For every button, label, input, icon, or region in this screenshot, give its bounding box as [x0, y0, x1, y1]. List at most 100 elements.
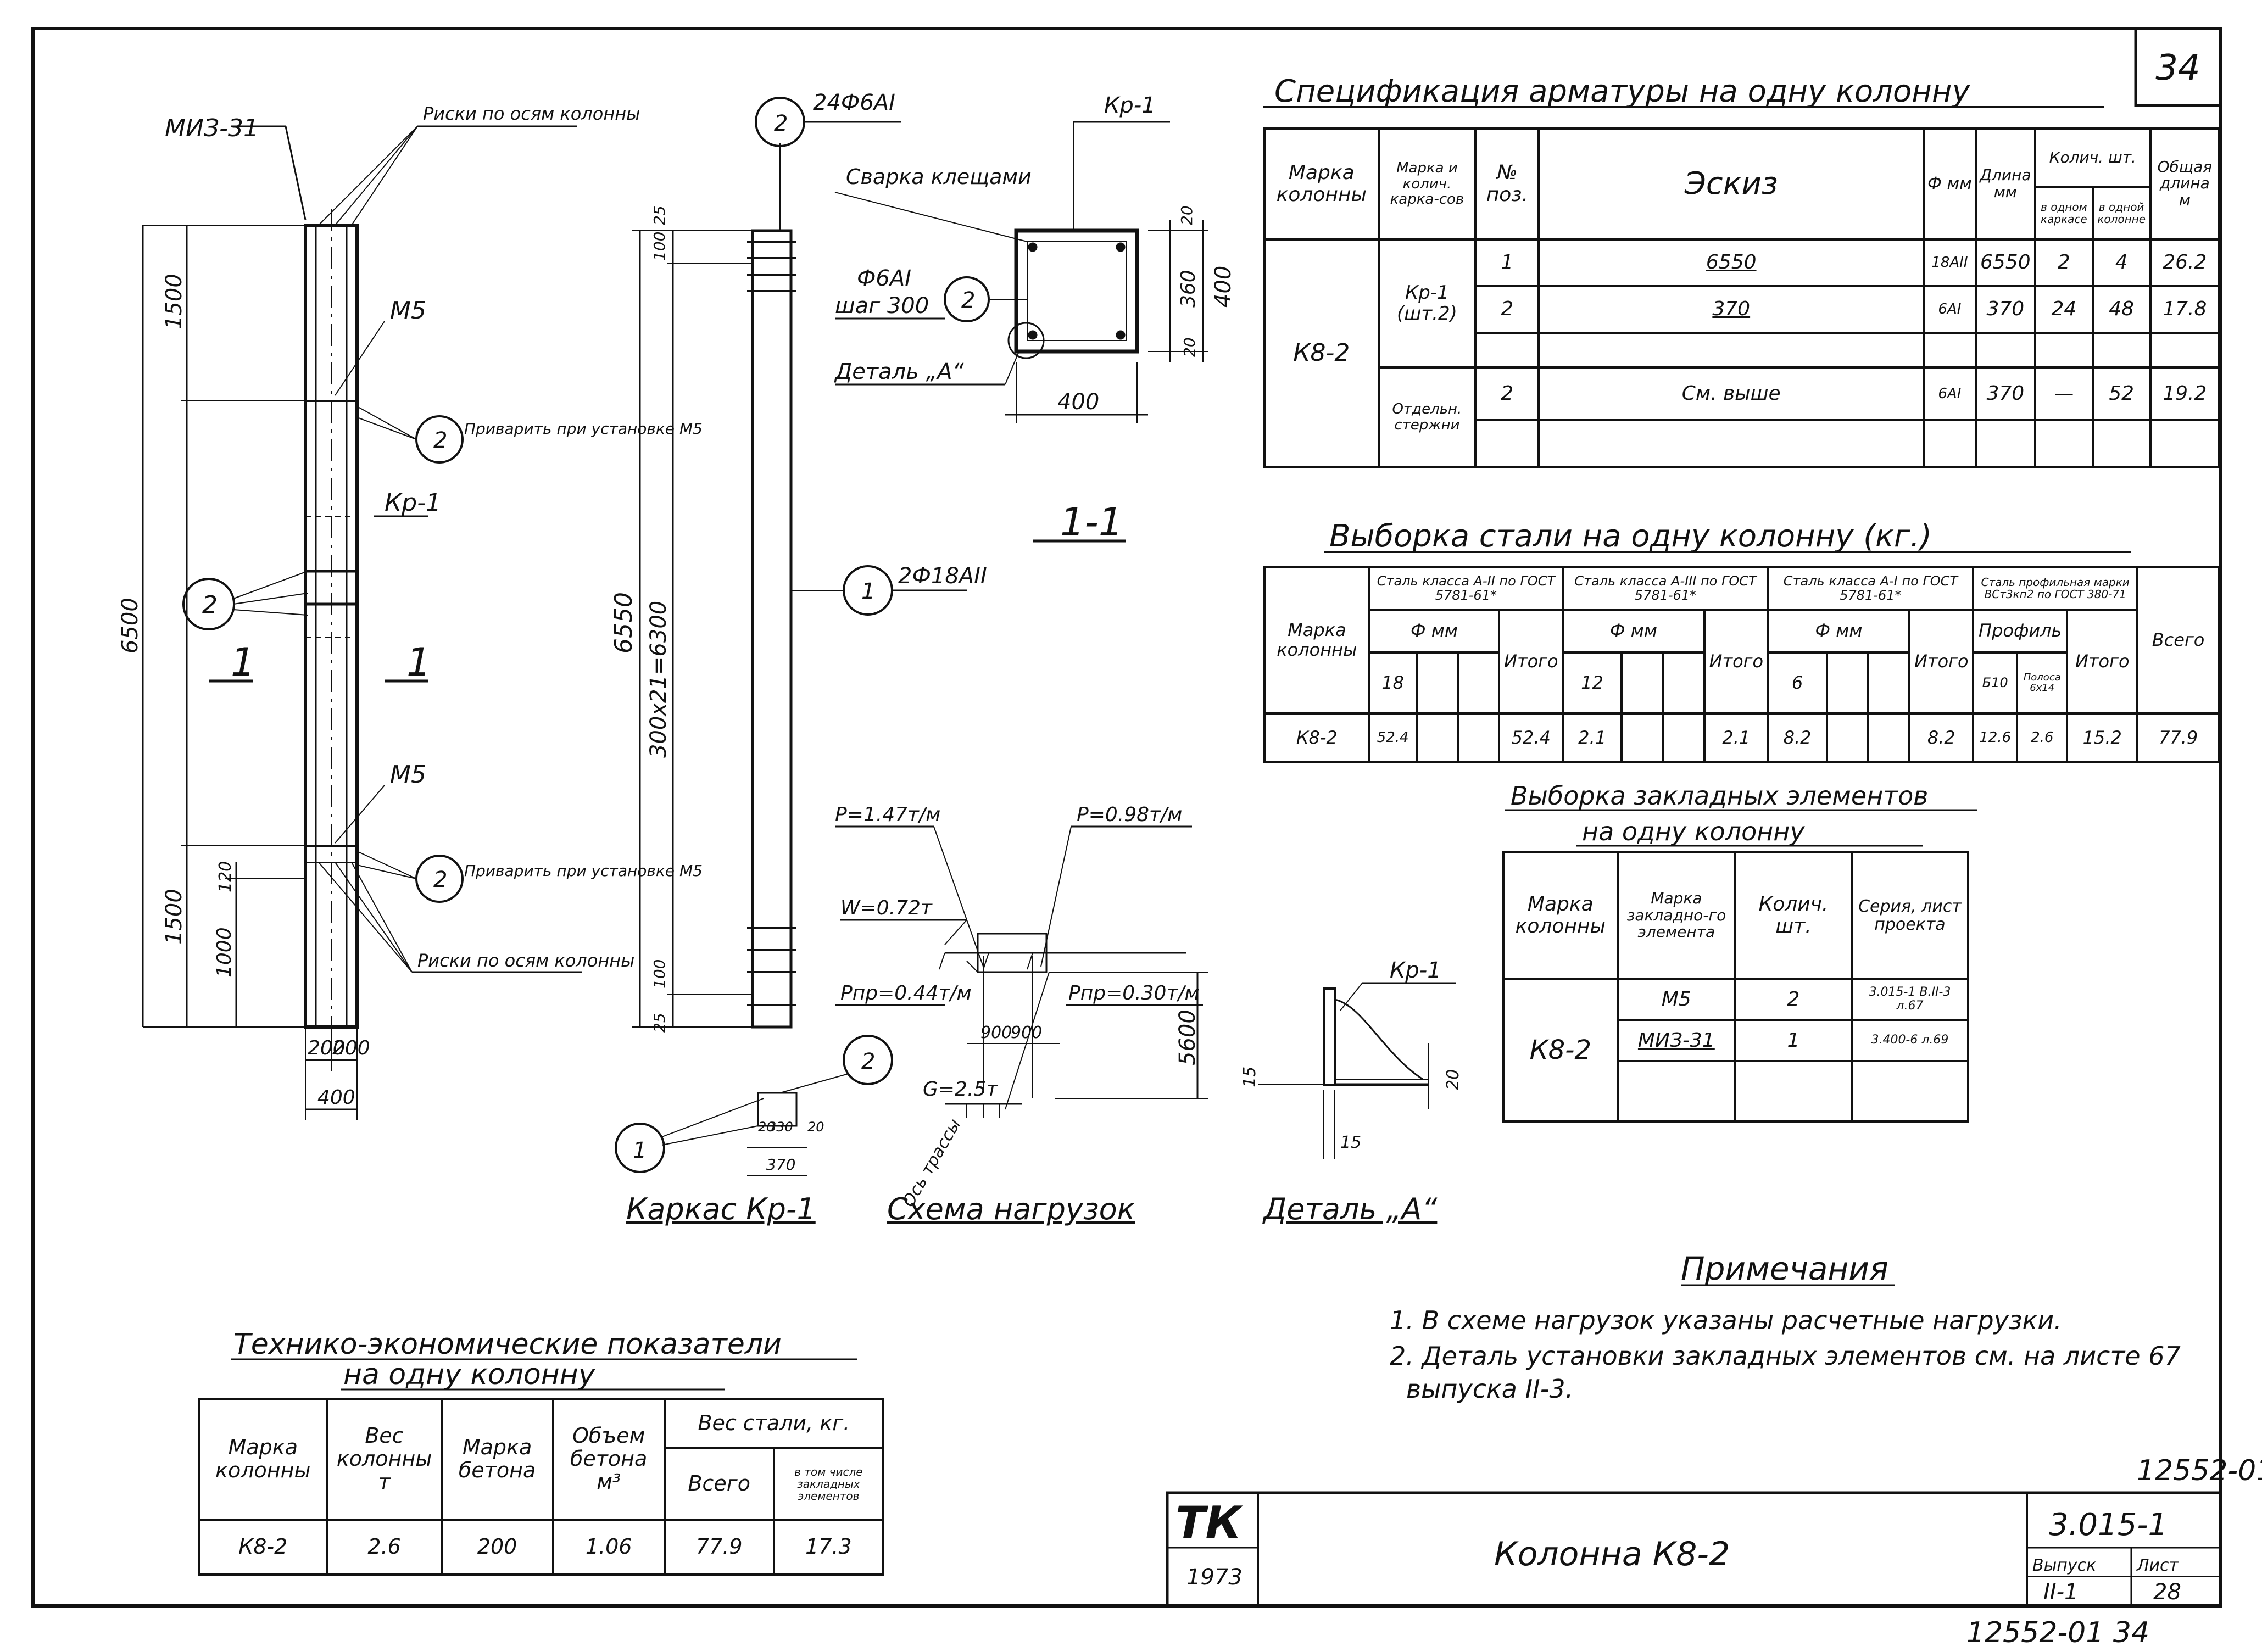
small-dim-4: 370	[766, 1156, 795, 1174]
sheet-frame	[31, 27, 2222, 1608]
detail-title: Деталь „А“	[1262, 1192, 1438, 1226]
sec-detail: Деталь „А“	[834, 359, 964, 384]
steel-title: Выборка стали на одну колонну (кг.)	[1329, 518, 1932, 554]
spec-q1: 2	[2033, 238, 2094, 287]
cage-label-mid: 2Ф18АII	[898, 563, 987, 589]
steel-pa: 12.6	[1972, 712, 2019, 763]
tech-h-ves: Вес колонны т	[326, 1398, 443, 1521]
load-pr1: Pпр=0.44т/м	[840, 982, 972, 1004]
embed-col-mark: К8-2	[1502, 978, 1619, 1123]
steel-h-phi-3: Ф мм	[1767, 608, 1911, 654]
dim-25-bottom: 25	[650, 1013, 668, 1032]
spec-h-qty: Колич. шт.	[2033, 127, 2152, 188]
cage-pos-top: 2	[774, 111, 788, 136]
table-row: К8-2 2.6 200 1.06 77.9 17.3	[198, 1519, 885, 1576]
steel-h-itogo-4: Итого	[2066, 608, 2139, 715]
spec-pos: 1	[1474, 238, 1540, 287]
spec-h-q2: в одной колонне	[2091, 186, 2152, 241]
spec-len: 370	[1974, 366, 2036, 421]
table-row: 2 370 6АI 370 24 48 17.8	[1264, 284, 2221, 334]
load-d900a: 900	[980, 1023, 1012, 1042]
sec-dim-20b: 20	[1180, 337, 1199, 357]
small-dim-1: 20	[758, 1119, 775, 1135]
steel-h-marka: Марка колонны	[1263, 566, 1370, 715]
steel-h-prof: Сталь профильная марки ВСт3кп2 по ГОСТ 3…	[1972, 566, 2139, 611]
detail-kr1: Кр-1	[1390, 958, 1441, 983]
dim-120: 120	[216, 861, 235, 892]
tech-h-obem: Объем бетона м³	[551, 1398, 666, 1521]
tech-obem: 1.06	[551, 1519, 666, 1576]
embed-h-marka: Марка колонны	[1502, 851, 1619, 980]
spec-len: 6550	[1974, 238, 2036, 287]
m5-bottom-label: М5	[390, 761, 426, 789]
cage-title: Каркас Кр-1	[626, 1192, 816, 1226]
tech-beton: 200	[440, 1519, 554, 1576]
embed-qty: 2	[1734, 978, 1853, 1021]
page-number-box	[2134, 27, 2222, 107]
riski-bottom-label: Риски по осям колонны	[417, 950, 634, 971]
cage-pos-small-1: 1	[633, 1138, 647, 1163]
steel-h-itogo-1: Итого	[1498, 608, 1564, 715]
tech-incl: 17.3	[772, 1519, 885, 1576]
spec-phi: 6АI	[1923, 366, 1977, 421]
kr1-label: Кр-1	[385, 489, 441, 517]
load-w: W=0.72т	[840, 897, 933, 919]
sec-shag: шаг 300	[835, 293, 929, 319]
pos2-c: 2	[433, 867, 447, 892]
spec-phi: 6АI	[1923, 284, 1977, 334]
spec-h-total: Общая длина м	[2149, 127, 2221, 241]
small-dim-2: 330	[768, 1119, 793, 1135]
steel-h-profil: Профиль	[1972, 608, 2069, 654]
sec-dim-20: 20	[1178, 205, 1196, 225]
spec-total: 17.8	[2149, 284, 2221, 334]
spec-h-len: Длина мм	[1974, 127, 2036, 241]
embed-h-qty: Колич. шт.	[1734, 851, 1853, 980]
load-title: Схема нагрузок	[887, 1192, 1135, 1226]
detail-d20: 20	[1444, 1069, 1463, 1090]
notes-title: Примечания	[1681, 1250, 1888, 1287]
spec-kark2: Отдельн. стержни	[1377, 366, 1477, 468]
tech-vsego: 77.9	[663, 1519, 775, 1576]
dim-1000: 1000	[213, 927, 236, 978]
load-scheme-labels: P=1.47т/м P=0.98т/м W=0.72т Pпр=0.44т/м …	[835, 803, 1200, 1226]
stamp-series: 3.015-1	[2049, 1507, 2168, 1543]
steel-d12: 12	[1562, 651, 1623, 715]
embed-ser: 3.400-6 л.69	[1850, 1019, 1970, 1062]
spec-h-marka: Марка колонны	[1263, 127, 1380, 241]
steel-h-itogo-2: Итого	[1703, 608, 1769, 715]
detail-d15b: 15	[1340, 1133, 1361, 1152]
sec-title: 1-1	[1060, 500, 1123, 545]
embed-el: МИЗ-31	[1616, 1019, 1737, 1062]
sec-dim-400h: 400	[1057, 389, 1099, 415]
spec-h-pos: № поз.	[1474, 127, 1540, 241]
steel-h-a1: Сталь класса А-I по ГОСТ 5781-61*	[1767, 566, 1975, 611]
steel-v18: 52.4	[1368, 712, 1418, 763]
spec-len: 370	[1974, 284, 2036, 334]
detail-d15a: 15	[1240, 1067, 1260, 1087]
load-g: G=2.5т	[923, 1078, 998, 1101]
steel-v12: 2.1	[1562, 712, 1623, 763]
dim-100-bottom: 100	[650, 959, 668, 989]
page-number: 34	[2155, 48, 2200, 88]
load-p1: P=1.47т/м	[835, 803, 940, 826]
section-1-1-labels: Кр-1 Сварка клещами Ф6АI шаг 300 2 Детал…	[834, 93, 1236, 545]
embed-qty: 1	[1734, 1019, 1853, 1062]
embed-h-ser: Серия, лист проекта	[1850, 851, 1970, 980]
steel-mark: К8-2	[1263, 712, 1370, 763]
dim-300x21: 300x21=6300	[646, 601, 671, 758]
steel-p2: Полоса 6х14	[2016, 651, 2069, 715]
steel-h-vsego: Всего	[2136, 566, 2220, 715]
tech-h-steel: Вес стали, кг.	[663, 1398, 885, 1449]
embed-ser: 3.015-1 В.II-3 л.67	[1850, 978, 1970, 1021]
dim-1500-top: 1500	[161, 274, 187, 330]
tech-h-incl: в том числе закладных элементов	[772, 1447, 885, 1521]
section-mark-b: 1	[406, 640, 431, 685]
embed-table: Марка колонны Марка закладно-го элемента…	[1502, 851, 1970, 1123]
miz31-label: МИЗ-31	[165, 114, 259, 142]
spec-q1: 24	[2033, 284, 2094, 334]
load-p2: P=0.98т/м	[1077, 803, 1182, 826]
steel-it3: 8.2	[1908, 712, 1975, 763]
cage-kr1	[615, 97, 967, 1176]
